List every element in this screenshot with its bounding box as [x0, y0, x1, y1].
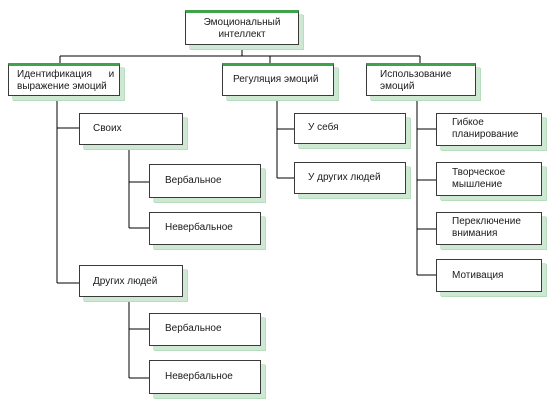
node-others-nonverbal-label: Невербальное	[165, 371, 233, 382]
node-flexible-planning: Гибкое планирование	[436, 113, 542, 146]
node-others: Других людей	[79, 265, 183, 297]
node-self-label: У себя	[308, 122, 339, 133]
node-attention-switching: Переключение внимания	[436, 212, 542, 245]
node-own-verbal: Вербальное	[149, 164, 261, 198]
node-attention-switching-line1: Переключение	[452, 216, 521, 227]
root-label-line1: Эмоциональный	[203, 17, 281, 28]
node-others-nonverbal: Невербальное	[149, 360, 261, 394]
node-others-label: Других людей	[93, 276, 158, 287]
branch-usage-line1: Использование	[380, 69, 452, 80]
node-others-verbal: Вербальное	[149, 313, 261, 346]
root-node: Эмоциональный интеллект	[185, 10, 299, 45]
node-creative-thinking-line2: мышление	[452, 179, 503, 190]
root-label-line2: интеллект	[218, 29, 266, 40]
branch-usage-line2: эмоций	[380, 81, 415, 92]
node-other-people-label: У других людей	[308, 172, 381, 183]
node-motivation: Мотивация	[436, 259, 542, 292]
node-creative-thinking: Творческое мышление	[436, 162, 542, 196]
node-own-nonverbal-label: Невербальное	[165, 222, 233, 233]
node-own-nonverbal: Невербальное	[149, 212, 261, 245]
node-attention-switching-line2: внимания	[452, 228, 498, 239]
node-others-verbal-label: Вербальное	[165, 323, 222, 334]
node-motivation-label: Мотивация	[452, 270, 504, 281]
node-flexible-planning-line1: Гибкое	[452, 117, 484, 128]
branch-regulation-label: Регуляция эмоций	[233, 74, 319, 85]
node-other-people: У других людей	[294, 162, 406, 194]
branch-identification-line1: Идентификация и	[17, 69, 115, 80]
node-flexible-planning-line2: планирование	[452, 129, 519, 140]
node-creative-thinking-line1: Творческое	[452, 167, 506, 178]
node-own-label: Своих	[93, 123, 122, 134]
branch-identification: Идентификация и выражение эмоций	[8, 63, 120, 96]
node-own: Своих	[79, 113, 183, 145]
node-own-verbal-label: Вербальное	[165, 175, 222, 186]
branch-usage: Использование эмоций	[366, 63, 476, 96]
node-self: У себя	[294, 113, 406, 144]
branch-identification-line2: выражение эмоций	[17, 81, 107, 92]
branch-regulation: Регуляция эмоций	[222, 63, 334, 96]
